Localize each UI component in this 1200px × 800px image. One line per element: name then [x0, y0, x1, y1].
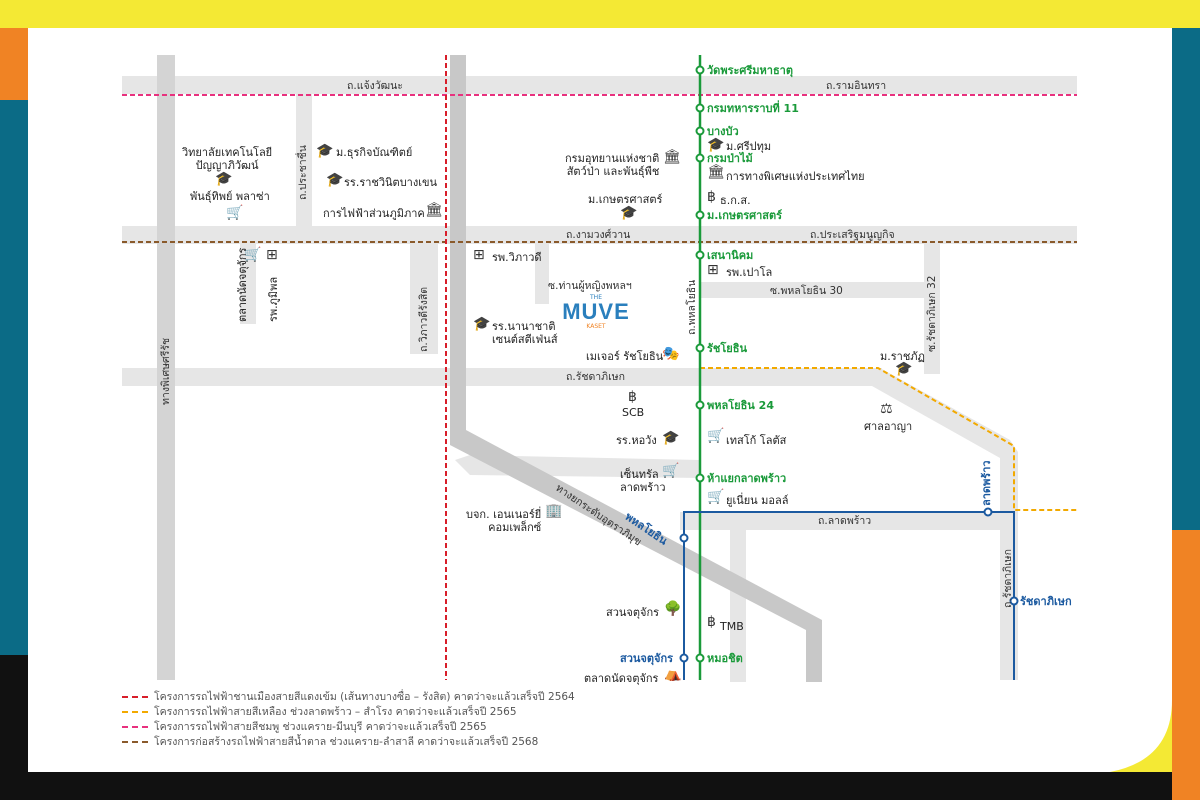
legend-brown-text: โครงการก่อสร้างรถไฟฟ้าสายสีน้ำตาล ช่วงแค… — [154, 736, 539, 748]
place-bhumibol: รพ.ภูมิพล — [267, 276, 280, 322]
road-prasert-manukit: ถ.ประเสริฐมนูญกิจ — [810, 229, 895, 241]
place-panthip: พันธุ์ทิพย์ พลาซ่า — [190, 190, 270, 203]
market-stall-icon: ⛺ — [664, 666, 682, 682]
place-vibhavadi-hospital: รพ.วิภาวดี — [492, 251, 542, 264]
road-vibhavadi: ถ.วิภาวดีรังสิต — [418, 286, 430, 352]
road-phahonyothin-30: ซ.พหลโยธิน 30 — [770, 285, 843, 297]
road-prachachuen: ถ.ประชาชื่น — [297, 145, 309, 200]
station-chatuchak-mrt[interactable]: สวนจตุจักร — [620, 652, 674, 665]
place-scb: SCB — [622, 406, 645, 419]
legend-brown-line: โครงการก่อสร้างรถไฟฟ้าสายสีน้ำตาล ช่วงแค… — [122, 735, 538, 749]
legend-yellow-swatch — [122, 711, 148, 713]
place-ratchawinit: รร.ราชวินิตบางเขน — [344, 176, 438, 189]
station-forestry[interactable]: กรมป่าไม้ — [707, 152, 753, 165]
tree-icon: 🌳 — [664, 601, 682, 617]
place-wildlife-dept: กรมอุทยานแห่งชาติ สัตว์ป่า และพันธุ์พืช — [565, 152, 660, 178]
shopping-cart-icon: 🛒 — [707, 489, 725, 505]
legend-pink-swatch — [122, 726, 148, 728]
place-union-mall: ยูเนี่ยน มอลล์ — [726, 494, 789, 507]
legend-yellow-text: โครงการรถไฟฟ้าสายสีเหลือง ช่วงลาดพร้าว –… — [154, 706, 517, 718]
gavel-icon: ⚖ — [880, 401, 893, 417]
place-rajabhat: ม.ราชภัฏ — [880, 350, 925, 363]
baht-bank-icon: ฿ — [628, 389, 637, 405]
place-sripatum: ม.ศรีปทุม — [726, 140, 772, 153]
place-power-authority: การไฟฟ้าส่วนภูมิภาค — [323, 207, 425, 220]
place-major: เมเจอร์ รัชโยธิน — [586, 350, 664, 363]
graduation-cap-icon: 🎓 — [620, 205, 638, 221]
road-tha-phu-ying: ซ.ท่านผู้หญิงพหลฯ — [548, 280, 632, 292]
baht-bank-icon: ฿ — [707, 189, 716, 205]
legend-yellow-line: โครงการรถไฟฟ้าสายสีเหลือง ช่วงลาดพร้าว –… — [122, 705, 517, 719]
graduation-cap-icon: 🎓 — [895, 361, 913, 377]
shopping-cart-icon: 🛒 — [244, 247, 262, 263]
place-st-stephens: รร.นานาชาติ เซนต์สตีเฟ่นส์ — [492, 320, 558, 346]
place-criminal-court: ศาลอาญา — [864, 420, 913, 433]
station-wat-phra-si[interactable]: วัดพระศรีมหาธาตุ — [707, 64, 793, 77]
office-building-icon: 🏢 — [545, 503, 563, 519]
baht-bank-icon: ฿ — [707, 614, 716, 630]
graduation-cap-icon: 🎓 — [707, 137, 725, 153]
station-ha-yaek[interactable]: ห้าแยกลาดพร้าว — [707, 472, 787, 485]
graduation-cap-icon: 🎓 — [326, 172, 344, 188]
place-chatuchak-market: ตลาดนัดจตุจักร — [584, 672, 659, 685]
place-expressway-authority: การทางพิเศษแห่งประเทศไทย — [726, 170, 865, 183]
station-ratchada-mrt[interactable]: รัชดาภิเษก — [1020, 595, 1072, 608]
place-tech-college: วิทยาลัยเทคโนโลยี ปัญญาภิวัฒน์ — [182, 146, 273, 172]
hospital-icon: ⊞ — [473, 247, 485, 263]
road-ngam-wong-wan: ถ.งามวงศ์วาน — [566, 229, 631, 241]
building-icon: 🏛 — [663, 149, 681, 165]
logo-the: THE — [590, 294, 602, 301]
legend-red-text: โครงการรถไฟฟ้าชานเมืองสายสีแดงเข้ม (เส้น… — [154, 691, 575, 703]
project-logo: THE MUVE KASET — [560, 294, 632, 330]
legend-red-line: โครงการรถไฟฟ้าชานเมืองสายสีแดงเข้ม (เส้น… — [122, 690, 575, 704]
hospital-icon: ⊞ — [266, 247, 278, 263]
road-kamphaeng-phet: ทางพิเศษศรีรัช — [160, 337, 172, 405]
shopping-cart-icon: 🛒 — [707, 428, 725, 444]
station-mo-chit[interactable]: หมอชิต — [707, 652, 743, 665]
road-chaeng-watthana: ถ.แจ้งวัฒนะ — [347, 80, 403, 92]
station-ratchayothin[interactable]: รัชโยธิน — [707, 342, 747, 355]
station-lat-phrao-mrt[interactable]: ลาดพร้าว — [980, 460, 993, 506]
road-phahonyothin: ถ.พหลโยธิน — [686, 279, 698, 335]
road-ratchadaphisek: ถ.รัชดาภิเษก — [566, 371, 625, 383]
graduation-cap-icon: 🎓 — [215, 171, 233, 187]
place-tmb: TMB — [720, 620, 744, 633]
place-energy-complex: บจก. เอนเนอร์ยี่ คอมเพล็กซ์ — [466, 508, 542, 534]
road-ram-inthra: ถ.รามอินทรา — [826, 80, 887, 92]
building-icon: 🏛 — [425, 202, 443, 218]
station-infantry-11[interactable]: กรมทหารราบที่ 11 — [707, 102, 799, 115]
place-kasetsart-uni: ม.เกษตรศาสตร์ — [588, 193, 663, 206]
place-chatuchak-market-vert: ตลาดนัดจตุจักร — [236, 247, 249, 322]
legend-pink-line: โครงการรถไฟฟ้าสายสีชมพู ช่วงแคราย-มีนบุร… — [122, 720, 487, 734]
graduation-cap-icon: 🎓 — [473, 316, 491, 332]
road-lat-phrao: ถ.ลาดพร้าว — [818, 515, 872, 527]
graduation-cap-icon: 🎓 — [662, 430, 680, 446]
shopping-cart-icon: 🛒 — [226, 205, 244, 221]
station-kasetsart[interactable]: ม.เกษตรศาสตร์ — [707, 209, 783, 222]
place-baac: ธ.ก.ส. — [720, 194, 751, 207]
place-paolo-hospital: รพ.เปาโล — [726, 266, 773, 279]
station-bang-bua[interactable]: บางบัว — [707, 125, 739, 138]
building-icon: 🏛 — [707, 164, 725, 180]
place-dhurakij: ม.ธุรกิจบัณฑิตย์ — [336, 146, 413, 159]
road-ratchadaphisek-v: ถ.รัชดาภิเษก — [1002, 549, 1014, 608]
shopping-cart-icon: 🛒 — [662, 463, 680, 479]
hospital-icon: ⊞ — [707, 262, 719, 278]
legend-brown-swatch — [122, 741, 148, 743]
road-ratchadaphisek-32: ซ.รัชดาภิเษก 32 — [926, 275, 938, 352]
logo-name: MUVE — [562, 299, 630, 324]
legend-red-swatch — [122, 696, 148, 698]
place-tesco: เทสโก้ โลตัส — [726, 434, 787, 447]
theater-icon: 🎭 — [662, 346, 680, 362]
place-horwang: รร.หอวัง — [616, 434, 657, 447]
place-central: เซ็นทรัล ลาดพร้าว — [620, 468, 666, 494]
graduation-cap-icon: 🎓 — [316, 143, 334, 159]
legend-pink-text: โครงการรถไฟฟ้าสายสีชมพู ช่วงแคราย-มีนบุร… — [154, 721, 487, 733]
station-phahon-24[interactable]: พหลโยธิน 24 — [707, 399, 774, 412]
place-chatuchak-park: สวนจตุจักร — [606, 606, 660, 619]
logo-sub: KASET — [586, 323, 606, 330]
station-sena-nikhom[interactable]: เสนานิคม — [707, 249, 754, 262]
